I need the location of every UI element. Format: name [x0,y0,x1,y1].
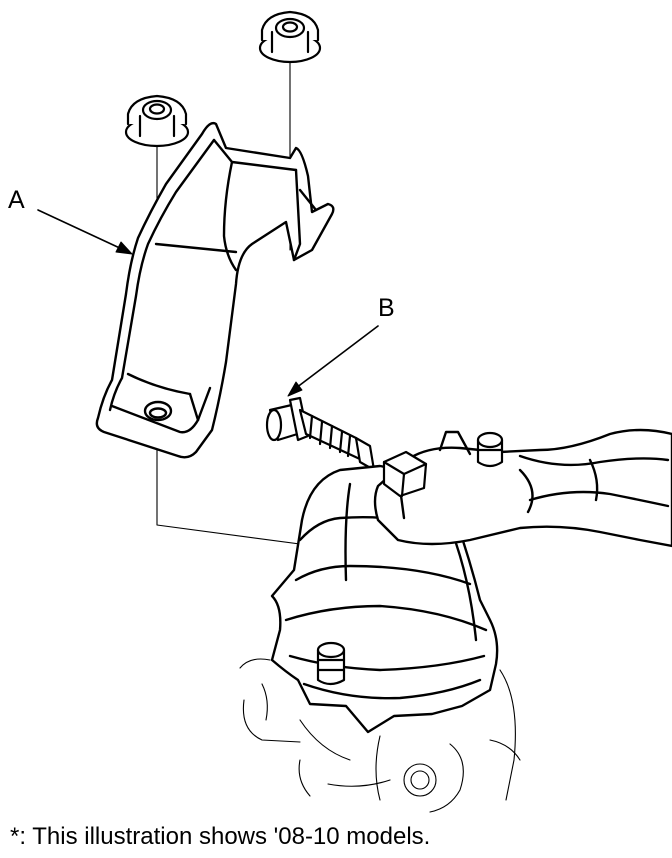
leader-arrow-b [288,326,378,396]
flange-nut-lower [126,96,188,146]
illustration-caption: *: This illustration shows '08-10 models… [10,823,431,850]
arm-bracket-block [384,452,426,496]
mount-stud-lower [318,643,344,684]
callout-label-a: A [8,186,25,214]
mount-bracket-a [97,123,333,457]
mount-bolt-b [267,398,374,470]
callout-label-b: B [378,294,395,322]
leader-arrow-a [38,210,132,254]
lower-components [240,659,520,812]
arm-stud [478,433,502,466]
flange-nut-upper [260,12,320,62]
